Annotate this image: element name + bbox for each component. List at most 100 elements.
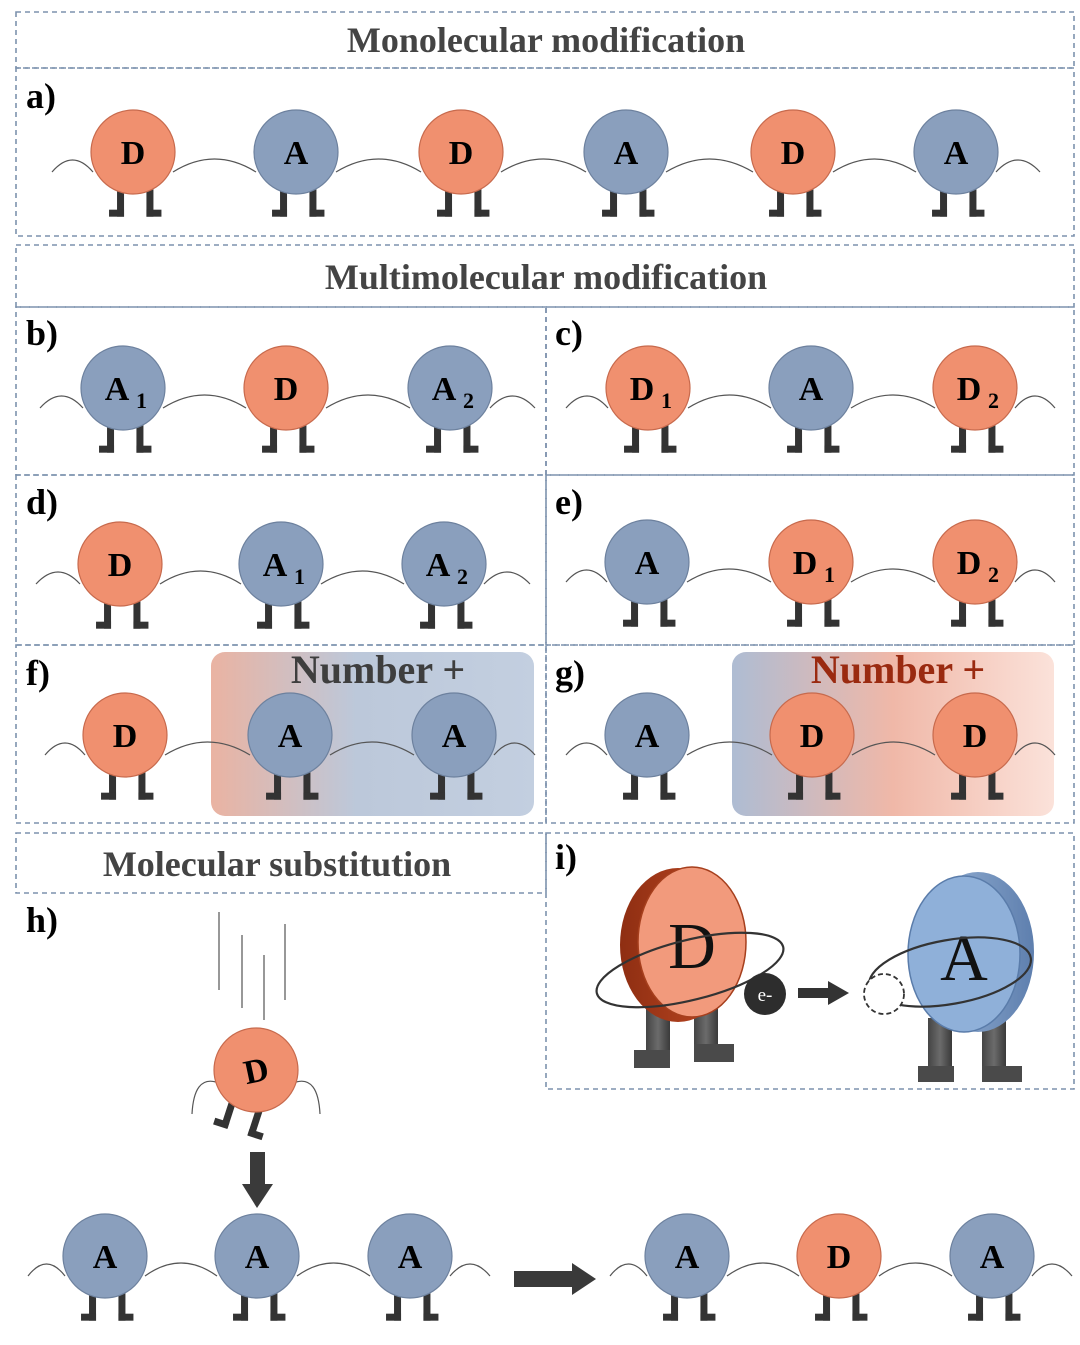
molecule-foot bbox=[660, 619, 676, 627]
molecule-leg bbox=[274, 765, 282, 800]
molecule-foot bbox=[825, 792, 841, 800]
molecule-foot bbox=[138, 792, 154, 800]
panel-g-molecule-3: D bbox=[932, 692, 1018, 800]
acceptor-ball bbox=[644, 1213, 730, 1299]
molecule-bond bbox=[686, 741, 773, 756]
acceptor-ball bbox=[407, 345, 493, 431]
panel-h-before-molecule-3: A bbox=[367, 1213, 453, 1321]
panel-f-molecule-2: A bbox=[247, 692, 333, 800]
molecule-arm bbox=[1014, 742, 1056, 756]
molecule-leg bbox=[303, 765, 311, 800]
molecule-foot bbox=[309, 209, 325, 217]
panel-i-box bbox=[545, 832, 1075, 1090]
molecule-foot bbox=[457, 621, 473, 629]
panel-g-molecule-2: D bbox=[769, 692, 855, 800]
acceptor-ball bbox=[604, 692, 690, 778]
molecule-foot bbox=[81, 1313, 97, 1321]
molecule-arm bbox=[489, 395, 536, 409]
molecule-letter: D bbox=[630, 371, 655, 408]
molecule-arm bbox=[483, 571, 531, 585]
molecule-foot bbox=[932, 209, 948, 217]
panel-i-illustration: D e- A bbox=[595, 866, 1034, 1082]
molecule-arm bbox=[1031, 1263, 1073, 1277]
panel-h-before-molecule-2: A bbox=[214, 1213, 300, 1321]
molecule-foot bbox=[99, 445, 115, 453]
molecule-leg bbox=[976, 1286, 984, 1321]
molecule-letter: D bbox=[449, 135, 474, 172]
molecule-foot bbox=[420, 621, 436, 629]
acceptor-ball bbox=[62, 1213, 148, 1299]
panel-a-box bbox=[15, 67, 1075, 237]
molecule-arm bbox=[449, 1263, 491, 1277]
molecule-leg bbox=[631, 765, 639, 800]
molecule-letter: A bbox=[278, 718, 303, 755]
molecule-subscript: 1 bbox=[824, 562, 835, 587]
molecule-letter: A bbox=[105, 371, 130, 408]
molecule-foot bbox=[118, 1313, 134, 1321]
molecule-foot bbox=[257, 621, 273, 629]
panel-f-box bbox=[15, 644, 547, 824]
acceptor-ball bbox=[253, 109, 339, 195]
acceptor-ball bbox=[401, 521, 487, 607]
molecule-letter: A bbox=[284, 135, 309, 172]
donor-ball bbox=[750, 109, 836, 195]
molecule-arm bbox=[1014, 395, 1056, 409]
molecule-letter: D bbox=[800, 718, 825, 755]
molecule-foot bbox=[852, 1313, 868, 1321]
molecule-foot bbox=[787, 445, 803, 453]
molecule-leg bbox=[959, 592, 967, 627]
molecule-bond bbox=[144, 1262, 218, 1277]
molecule-letter: A bbox=[635, 718, 660, 755]
molecule-leg bbox=[294, 594, 302, 629]
mono-title: Monolecular modification bbox=[347, 20, 745, 60]
molecule-subscript: 2 bbox=[988, 562, 999, 587]
molecule-foot bbox=[1005, 1313, 1021, 1321]
molecule-arm bbox=[565, 742, 608, 756]
molecule-leg bbox=[959, 418, 967, 453]
panel-b-molecule-2: D bbox=[243, 345, 329, 453]
panel-label-i: i) bbox=[555, 837, 577, 877]
donor-ball bbox=[932, 345, 1018, 431]
acceptor-ball bbox=[583, 109, 669, 195]
panel-f-molecule-1: D bbox=[82, 692, 168, 800]
molecule-subscript: 2 bbox=[457, 564, 468, 589]
molecule-letter: D bbox=[781, 135, 806, 172]
molecule-foot bbox=[109, 209, 125, 217]
molecule-letter: D bbox=[827, 1239, 852, 1276]
molecule-leg bbox=[969, 182, 977, 217]
panel-g-number-plus: Number + bbox=[811, 647, 985, 692]
molecule-leg bbox=[660, 765, 668, 800]
molecule-subscript: 2 bbox=[463, 388, 474, 413]
molecule-foot bbox=[270, 1313, 286, 1321]
molecule-foot bbox=[136, 445, 152, 453]
molecule-foot bbox=[969, 209, 985, 217]
subst-title: Molecular substitution bbox=[103, 844, 451, 884]
molecule-foot bbox=[968, 1313, 984, 1321]
donor-ball bbox=[769, 692, 855, 778]
molecule-arm bbox=[609, 1263, 648, 1277]
panel-label-h: h) bbox=[26, 900, 58, 940]
molecule-leg bbox=[1005, 1286, 1013, 1321]
molecule-leg bbox=[610, 182, 618, 217]
molecule-leg bbox=[639, 182, 647, 217]
molecule-letter: A bbox=[614, 135, 639, 172]
molecule-bond bbox=[329, 741, 415, 756]
panel-c-molecule-2: A bbox=[768, 345, 854, 453]
molecule-leg bbox=[265, 594, 273, 629]
panel-c-box bbox=[545, 306, 1075, 476]
panel-g-molecule-1: A bbox=[604, 692, 690, 800]
molecule-leg bbox=[940, 182, 948, 217]
molecule-leg bbox=[825, 765, 833, 800]
molecule-foot bbox=[437, 209, 453, 217]
molecule-arm bbox=[295, 1080, 321, 1115]
panel-label-a: a) bbox=[26, 76, 56, 116]
molecule-leg bbox=[394, 1286, 402, 1321]
molecule-leg bbox=[700, 1286, 708, 1321]
molecule-bond bbox=[878, 1262, 953, 1277]
molecule-leg bbox=[136, 418, 144, 453]
acceptor-ball bbox=[604, 519, 690, 605]
molecule-leg bbox=[118, 1286, 126, 1321]
